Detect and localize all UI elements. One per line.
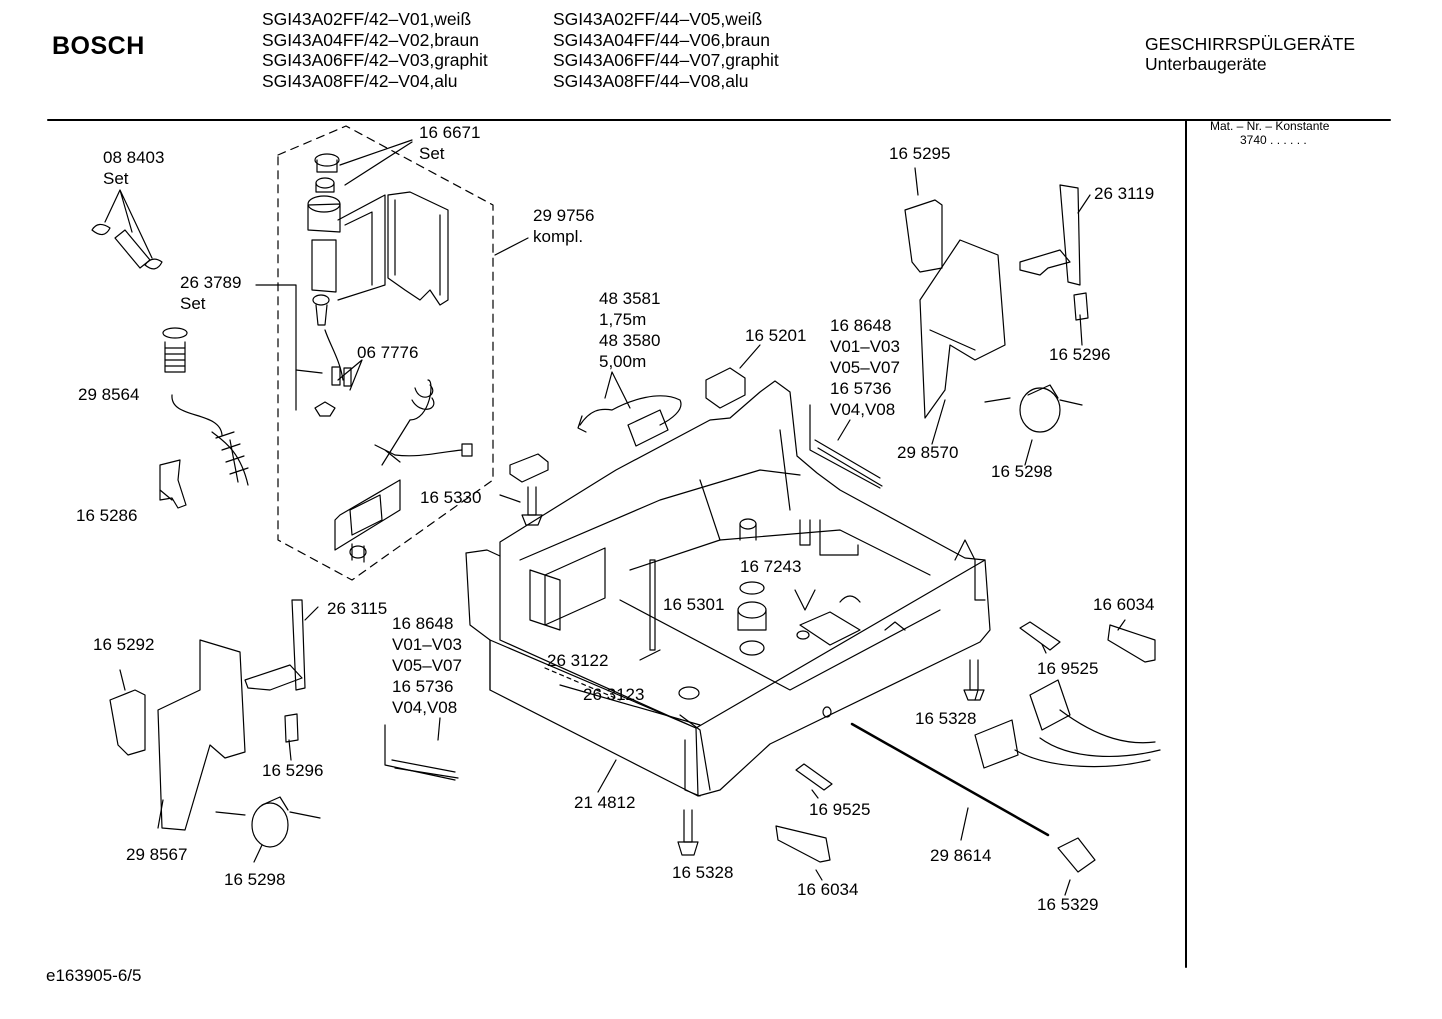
model-item: SGI43A02FF/44–V05,weiß <box>553 9 763 29</box>
kit-boundary <box>277 125 494 581</box>
cap-165329 <box>1057 837 1096 873</box>
rod-298614 <box>850 722 1050 837</box>
part-label: 16 5296 <box>1049 345 1111 364</box>
part-label: 16 5298 <box>224 870 286 889</box>
model-item: SGI43A04FF/44–V06,braun <box>553 29 770 50</box>
rail-166034-b <box>775 825 831 863</box>
model-item: SGI43A08FF/42–V04,alu <box>262 70 458 91</box>
part-label: 16 7243 <box>740 557 802 576</box>
model-item: SGI43A08FF/44–V08,alu <box>553 70 749 91</box>
pump-165298-bottom <box>215 796 321 848</box>
model-item: SGI43A02FF/42–V01,weiß <box>262 9 472 29</box>
part-label: 29 9756 kompl. <box>533 206 595 246</box>
part-label: 16 6034 <box>1093 595 1155 614</box>
brand-logo: BOSCH <box>52 32 145 60</box>
konstante-block: Mat. – Nr. – Konstante 3740 . . . . . . <box>1210 119 1329 147</box>
part-label: 16 5301 <box>663 595 725 614</box>
bracket-298567 <box>157 639 246 831</box>
base-tub <box>465 380 991 797</box>
part-label: 16 5295 <box>889 144 951 163</box>
screw-169525-a <box>1019 621 1061 651</box>
cable-part <box>577 395 682 447</box>
part-label: 06 7776 <box>357 343 419 362</box>
switch-part <box>509 453 549 483</box>
bracket-165292 <box>109 689 146 756</box>
konstante-label: Mat. – Nr. – Konstante <box>1210 119 1330 133</box>
category-title: GESCHIRRSPÜLGERÄTE <box>1145 34 1356 54</box>
part-label: 29 8614 <box>930 846 992 865</box>
bracket-165295 <box>904 199 943 273</box>
part-label: 16 5328 <box>915 709 977 728</box>
part-label: 26 3123 <box>583 685 645 704</box>
part-label: 16 5328 <box>672 863 734 882</box>
clip-165296-bottom <box>284 713 299 743</box>
model-item: SGI43A06FF/44–V07,graphit <box>553 50 779 70</box>
model-list-2: SGI43A02FF/44–V05,weiß SGI43A04FF/44–V06… <box>553 9 779 91</box>
screw-top <box>521 486 543 526</box>
bracket-263119 <box>1019 184 1081 286</box>
part-label: 26 3789 Set <box>180 273 242 313</box>
float-part <box>678 686 700 700</box>
part-label: 16 5201 <box>745 326 807 345</box>
part-label: 16 6671 Set <box>419 123 481 163</box>
part-label: 16 5292 <box>93 635 155 654</box>
rail-166034-a <box>1107 624 1156 663</box>
model-item: SGI43A06FF/42–V03,graphit <box>262 50 488 70</box>
part-label: 08 8403 Set <box>103 148 165 188</box>
screw-165328-mid <box>963 659 985 701</box>
part-label: 26 3122 <box>547 651 609 670</box>
aquastop-assembly <box>307 153 473 563</box>
part-label: 29 8570 <box>897 443 959 462</box>
model-item: SGI43A04FF/42–V02,braun <box>262 29 479 50</box>
corrugated-hose <box>162 327 249 486</box>
part-label: 29 8564 <box>78 385 140 404</box>
part-label: 16 8648 V01–V03 V05–V07 16 5736 V04,V08 <box>830 316 900 419</box>
clip-165296-top <box>1073 292 1089 321</box>
bracket-298570 <box>919 239 1006 419</box>
seal-part <box>737 581 767 631</box>
part-label: 21 4812 <box>574 793 636 812</box>
part-label: 16 5298 <box>991 462 1053 481</box>
part-label: 16 8648 V01–V03 V05–V07 16 5736 V04,V08 <box>392 614 462 717</box>
connector-part <box>705 367 746 409</box>
part-label: 16 9525 <box>809 800 871 819</box>
part-label: 16 6034 <box>797 880 859 899</box>
part-label: 48 3581 1,75m 48 3580 5,00m <box>599 289 661 371</box>
screw-169525-b <box>795 763 833 791</box>
part-label: 16 5329 <box>1037 895 1099 914</box>
part-label: 29 8567 <box>126 845 188 864</box>
model-list-1: SGI43A02FF/42–V01,weiß SGI43A04FF/42–V02… <box>262 9 488 91</box>
part-label: 16 5330 <box>420 488 482 507</box>
category-subtitle: Unterbaugeräte <box>1145 54 1267 74</box>
heater-top <box>809 404 883 489</box>
bracket-263115 <box>244 599 306 691</box>
part-label: 26 3119 <box>1094 184 1155 203</box>
heater-bottom <box>384 724 459 781</box>
clip-part <box>159 459 187 509</box>
hose-set <box>91 223 163 270</box>
konstante-value: 3740 . . . . . . <box>1240 133 1307 147</box>
part-label: 16 9525 <box>1037 659 1099 678</box>
screw-165328-bottom <box>677 809 699 856</box>
pump-165298-top <box>984 384 1083 433</box>
part-label: 16 5296 <box>262 761 324 780</box>
drawing-code: e163905-6/5 <box>46 966 142 985</box>
part-label: 26 3115 <box>327 599 388 618</box>
category-block: GESCHIRRSPÜLGERÄTE Unterbaugeräte <box>1145 34 1355 74</box>
part-label: 16 5286 <box>76 506 138 525</box>
wiring-harness <box>974 679 1161 769</box>
